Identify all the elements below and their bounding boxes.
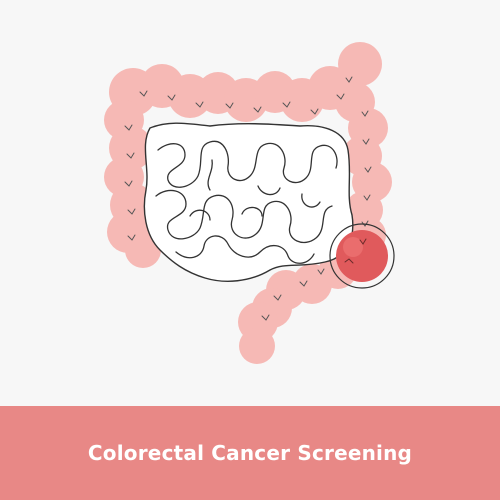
small-intestine-icon <box>143 122 354 282</box>
intestines-illustration <box>104 42 395 364</box>
caption-title: Colorectal Cancer Screening <box>87 441 413 465</box>
colon-fold-marks <box>124 76 372 321</box>
caption-banner: Colorectal Cancer Screening <box>0 406 500 500</box>
tumor-highlight-icon <box>329 223 395 289</box>
colon-icon <box>104 42 392 364</box>
